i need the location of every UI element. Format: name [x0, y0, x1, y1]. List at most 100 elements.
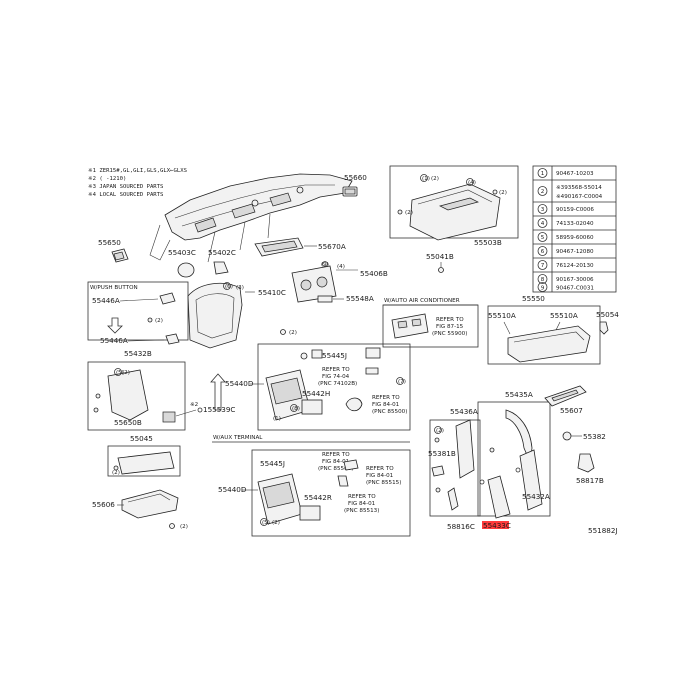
ref84a-line2: FIG 84-01: [372, 402, 400, 408]
label-55446a-1: 55446A: [92, 296, 120, 305]
table-num-9: 9: [541, 286, 545, 292]
part-55403c: 55403C: [168, 248, 196, 278]
label-55510a-1: 55510A: [488, 311, 516, 320]
table-code-6: 90467-12080: [556, 249, 594, 255]
part-55446a-2: 55446A: [100, 333, 180, 345]
table-code-3: 90159-C0006: [556, 207, 594, 213]
table-code-5: 58959-60060: [556, 235, 594, 241]
callout-8: (8): [292, 406, 300, 412]
callout-4: (4): [337, 264, 345, 270]
arrow-down-icon: [107, 317, 123, 334]
parts-table-frame: [532, 165, 617, 293]
label-58817b: 58817B: [576, 476, 604, 485]
label-55433c[interactable]: 55433C: [483, 521, 511, 530]
table-num-5: 5: [541, 235, 545, 241]
callout-2b: (2): [155, 318, 163, 324]
label-55445j-1: 55445J: [322, 351, 347, 360]
label-55432b: 55432B: [124, 349, 152, 358]
callout-7: (7): [398, 379, 406, 385]
callout-1a: (1): [273, 416, 281, 422]
label-55440d-2: 55440D: [218, 485, 247, 494]
ref74-line1: REFER TO: [322, 367, 350, 373]
label-55650b: 55650B: [114, 418, 142, 427]
callout-5: (5): [116, 370, 124, 376]
table-num-1: 1: [541, 171, 545, 177]
ref84c-line2: FIG 84-01: [366, 473, 394, 479]
callout-4b: (4): [468, 180, 476, 186]
table-code-2b: ※490167-C0004: [556, 194, 603, 200]
notes-block: ※1 ZER15#,GL,GLI,GLS,GLX←GLXS ※2 ( -1210…: [88, 167, 187, 198]
ref84d-line3: (PNC 85513): [344, 508, 379, 514]
part-55670a: 55670A: [254, 237, 346, 257]
part-55660: 55660: [342, 173, 367, 197]
label-55606: 55606: [92, 500, 115, 509]
push-button-section: W/PUSH BUTTON 55446A (2): [87, 281, 189, 341]
label-55054: 55054: [596, 310, 619, 319]
part-55548a: 55548A: [317, 294, 374, 303]
auto-ac-section: W/AUTO AIR CONDITIONER REFER TO FIG 87-1…: [382, 298, 479, 348]
part-55045: 55045 (2): [107, 434, 181, 477]
section-lower-right: 55436A (2) 55381B 58816C: [428, 407, 481, 531]
callout-6: (6): [225, 284, 233, 290]
dashboard-frame-drawing: [149, 173, 353, 263]
label-58816c: 58816C: [447, 522, 475, 531]
section-push-button: W/PUSH BUTTON: [90, 285, 138, 291]
table-num-7: 7: [541, 263, 545, 269]
ref84a-line3: (PNC 85500): [372, 409, 407, 415]
part-55606: 55606 (2): [92, 489, 188, 530]
part-55433c-highlight[interactable]: 55433C: [482, 521, 511, 530]
section-55435a: 55435A 55432A: [477, 390, 551, 519]
label-55445j-2: 55445J: [260, 459, 285, 468]
callout-5b: (5): [262, 520, 270, 526]
highlight-box[interactable]: [482, 521, 509, 529]
part-55607: 55607: [544, 385, 587, 415]
callout-2a: (2): [289, 330, 297, 336]
label-55440d-1: 55440D: [225, 379, 254, 388]
label-55503b: 55503B: [474, 238, 502, 247]
callout-2e: (2): [180, 524, 188, 530]
part-55382: 55382: [562, 431, 606, 441]
callout-2f: (2): [272, 520, 280, 526]
label-55442h: 55442H: [302, 389, 330, 398]
label-55510a-2: 55510A: [550, 311, 578, 320]
label-55406b: 55406B: [360, 269, 388, 278]
note-3: ※3 JAPAN SOURCED PARTS: [88, 183, 163, 190]
label-55041b: 55041B: [426, 252, 454, 261]
label-55446a-2: 55446A: [100, 336, 128, 345]
callout-3: (3): [236, 285, 244, 291]
label-55381b: 55381B: [428, 449, 456, 458]
ref-ac-line2: FIG 87-15: [436, 324, 464, 330]
label-55607: 55607: [560, 406, 583, 415]
part-55041b: 55041B: [426, 252, 454, 273]
arrow-up-icon: [210, 373, 226, 411]
callout-9: (9): [321, 262, 329, 268]
note-2: ※2 ( -1210): [88, 175, 126, 182]
ref-ac-line1: REFER TO: [436, 317, 464, 323]
label-155539c: 155539C: [203, 405, 235, 414]
table-num-4: 4: [541, 221, 545, 227]
figure-id: 551882J: [588, 526, 618, 535]
ref74-line3: (PNC 74102B): [318, 381, 357, 387]
part-55650: 55650: [98, 238, 129, 263]
callout-2g: (2): [431, 176, 439, 182]
label-55435a: 55435A: [505, 390, 533, 399]
part-55440d-1: 55440D: [225, 379, 264, 388]
part-55406b: (9) (4) 55406B: [291, 261, 388, 303]
table-code-9: 90467-C0031: [556, 286, 594, 292]
ref84d-line1: REFER TO: [348, 494, 376, 500]
aux-terminal-section: W/AUX TERMINAL 55445J 55440D REFER TO FI…: [212, 435, 411, 537]
ref84b-line1: REFER TO: [322, 452, 350, 458]
label-55442r: 55442R: [304, 493, 332, 502]
table-num-2: 2: [541, 189, 545, 195]
label-55436a: 55436A: [450, 407, 478, 416]
clip-2a: (2): [280, 329, 297, 336]
callout-2d: (2): [112, 470, 120, 476]
note-4: ※4 LOCAL SOURCED PARTS: [88, 191, 163, 198]
ref84c-line3: (PNC 85515): [366, 480, 401, 486]
table-code-8: 90167-30006: [556, 277, 594, 283]
ref84b-line2: FIG 84-01: [322, 459, 350, 465]
table-code-1: 90467-10203: [556, 171, 594, 177]
ref74-line2: FIG 74-04: [322, 374, 350, 380]
label-55550: 55550: [522, 294, 545, 303]
table-code-4: 74133-02040: [556, 221, 594, 227]
